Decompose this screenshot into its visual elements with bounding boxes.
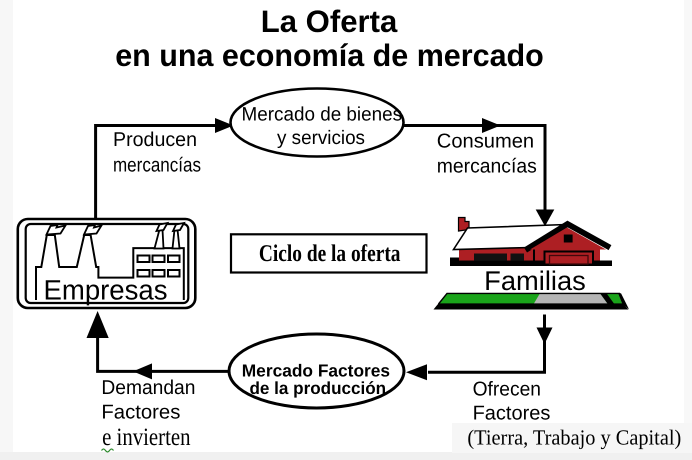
svg-text:Consumen: Consumen	[437, 130, 534, 152]
svg-text:Ofrecen: Ofrecen	[473, 378, 541, 400]
svg-text:Empresas: Empresas	[44, 275, 168, 306]
svg-text:Factores: Factores	[473, 403, 551, 425]
svg-text:Factores: Factores	[101, 401, 180, 423]
svg-text:mercancías: mercancías	[437, 156, 537, 178]
svg-text:Mercado de bienes: Mercado de bienes	[242, 104, 403, 126]
svg-text:mercancías: mercancías	[113, 154, 201, 176]
svg-text:e invierten: e invierten	[102, 424, 191, 451]
svg-text:Ciclo de la oferta: Ciclo de la oferta	[259, 241, 401, 267]
svg-text:(Tierra, Trabajo y Capital): (Tierra, Trabajo y Capital)	[467, 425, 681, 449]
svg-text:Mercado Factores: Mercado Factores	[242, 360, 391, 380]
svg-text:Familias: Familias	[484, 266, 586, 296]
svg-text:Demandan: Demandan	[101, 377, 195, 399]
svg-text:La Oferta: La Oferta	[261, 4, 398, 39]
svg-text:en una economía de mercado: en una economía de mercado	[115, 38, 544, 73]
svg-text:Producen: Producen	[113, 129, 197, 151]
svg-text:y servicios: y servicios	[277, 127, 365, 149]
svg-text:de la producción: de la producción	[250, 378, 387, 398]
